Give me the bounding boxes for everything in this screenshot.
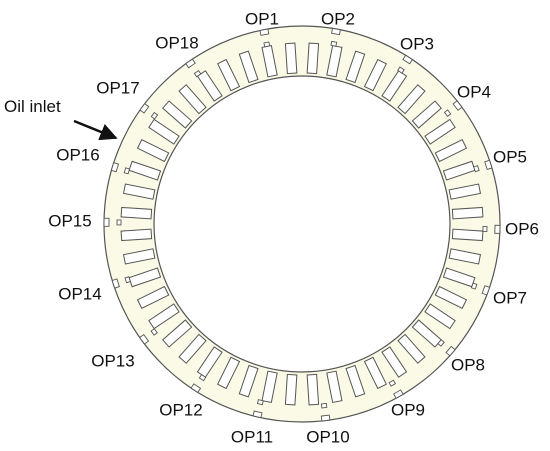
stator-slot xyxy=(345,364,366,398)
outlet-label-op15: OP15 xyxy=(48,211,91,230)
outlet-mark xyxy=(185,58,202,78)
stator-slot xyxy=(434,139,468,163)
stator-slot xyxy=(381,346,408,378)
stator-slot xyxy=(448,248,482,265)
stator-slot xyxy=(148,118,180,145)
stator-slot xyxy=(363,356,387,390)
outlet-label-op2: OP2 xyxy=(321,9,355,28)
stator-slot xyxy=(326,44,343,78)
stator-slot xyxy=(451,206,484,220)
outlet-label-op6: OP6 xyxy=(505,219,539,238)
outlet-mark xyxy=(190,373,207,394)
outlet-label-op5: OP5 xyxy=(493,147,527,166)
outlet-mark xyxy=(103,217,122,227)
stator-slot xyxy=(128,160,162,181)
stator-slot xyxy=(442,160,476,181)
outlet-marks xyxy=(103,27,501,422)
outlet-mark xyxy=(443,100,463,117)
outlet-label-op16: OP16 xyxy=(56,145,99,164)
oil-inlet-label: Oil inlet xyxy=(4,97,61,116)
outlet-label-op17: OP17 xyxy=(96,78,139,97)
outlet-label-op14: OP14 xyxy=(58,284,101,303)
outlet-label-op12: OP12 xyxy=(159,400,202,419)
outlet-label-op13: OP13 xyxy=(91,351,134,370)
outlet-mark xyxy=(111,276,131,289)
outlet-label-op8: OP8 xyxy=(451,355,485,374)
outlet-mark xyxy=(139,103,159,120)
stator-slots xyxy=(120,42,484,406)
stator-slot xyxy=(217,356,241,390)
outlet-mark xyxy=(139,328,158,345)
stator-slot xyxy=(442,267,476,288)
stator-slot xyxy=(238,364,259,398)
outlet-mark xyxy=(330,27,341,47)
outlet-label-op1: OP1 xyxy=(245,9,279,28)
stator-slot xyxy=(451,228,484,242)
stator-slot xyxy=(122,248,156,265)
outlet-label-op3: OP3 xyxy=(400,34,434,53)
stator-slot xyxy=(381,70,408,102)
stator-slot xyxy=(397,333,426,364)
stator-slot xyxy=(238,50,259,84)
stator-slot xyxy=(178,333,207,364)
stator-slot xyxy=(162,100,193,129)
outlet-mark xyxy=(397,54,414,74)
outlet-mark xyxy=(259,28,271,48)
outlet-label-op4: OP4 xyxy=(457,82,491,101)
stator-slot xyxy=(148,303,180,330)
stator-slot xyxy=(217,58,241,92)
outlet-label-op18: OP18 xyxy=(155,33,198,52)
stator-slot xyxy=(306,42,320,75)
stator-slot xyxy=(261,370,278,404)
outlet-mark xyxy=(110,162,131,175)
oil-inlet-arrow xyxy=(73,119,118,141)
outlet-label-op7: OP7 xyxy=(493,288,527,307)
stator-slot xyxy=(434,285,468,309)
outlet-mark xyxy=(252,399,264,419)
stator-slot xyxy=(345,50,366,84)
stator-slot xyxy=(424,303,456,330)
outlet-mark xyxy=(482,224,501,234)
outlet-label-op11: OP11 xyxy=(231,427,273,446)
stator-slot xyxy=(306,373,320,406)
stator-slot xyxy=(120,228,153,242)
stator-slot xyxy=(196,70,223,102)
stator-slot xyxy=(448,183,482,200)
stator-slot xyxy=(284,373,298,406)
outlet-label-op9: OP9 xyxy=(391,400,425,419)
stator-slot xyxy=(162,319,193,348)
stator-slot xyxy=(284,42,298,75)
stator-slot xyxy=(128,267,162,288)
stator-slot xyxy=(411,100,442,129)
outlet-mark xyxy=(388,379,404,399)
stator-ring xyxy=(103,25,501,423)
stator-slot xyxy=(120,206,153,220)
stator-slot xyxy=(326,370,343,404)
stator-slot xyxy=(363,58,387,92)
stator-slot xyxy=(136,285,170,309)
stator-slot xyxy=(136,139,170,163)
stator-slot xyxy=(178,84,207,115)
outlet-mark xyxy=(437,339,456,357)
stator-slot xyxy=(424,118,456,145)
stator-slot xyxy=(397,84,426,115)
stator-slot xyxy=(122,183,156,200)
outlet-label-op10: OP10 xyxy=(306,427,349,446)
outlet-mark xyxy=(470,282,491,296)
outlet-mark xyxy=(320,402,331,422)
outlet-mark xyxy=(473,159,493,173)
